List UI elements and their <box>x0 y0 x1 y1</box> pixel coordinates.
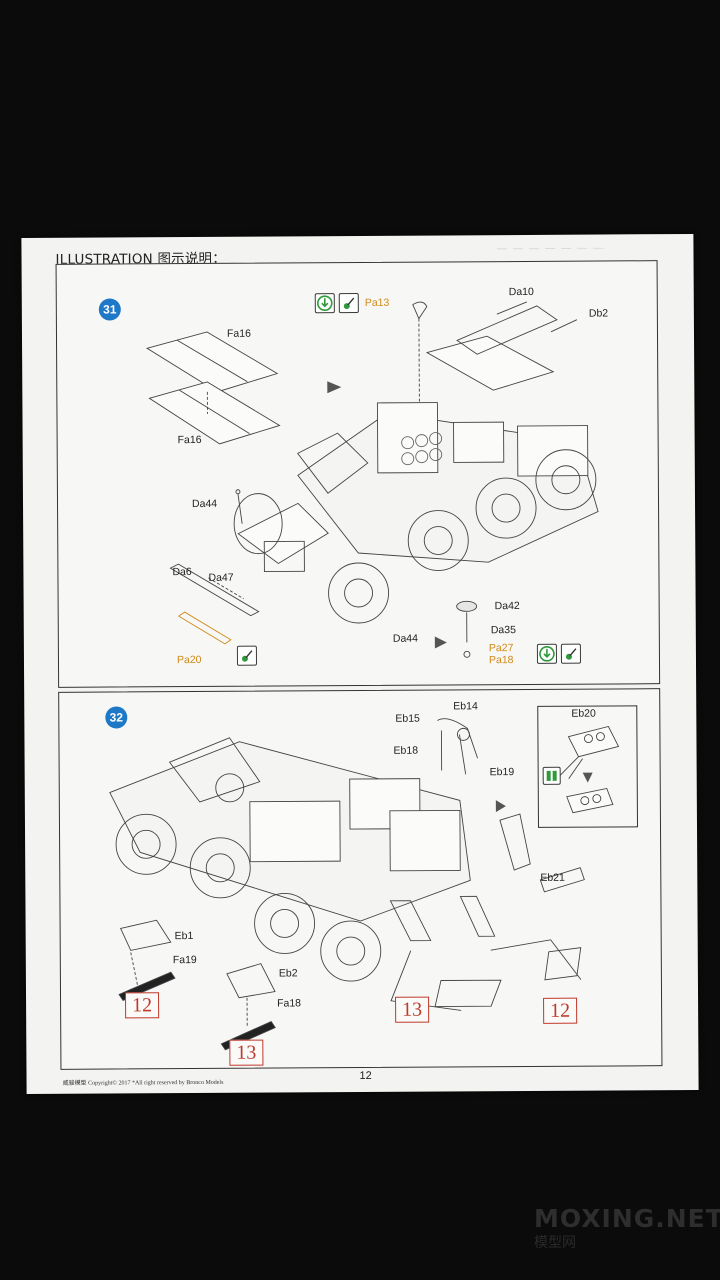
part-label: Eb14 <box>453 700 478 713</box>
part-label: Db2 <box>588 307 609 320</box>
part-label: Da42 <box>494 600 520 613</box>
part-label: Pa13 <box>364 296 390 309</box>
copyright-text: 威骏模型 Copyright© 2017 *All right reserved… <box>62 1079 224 1087</box>
part-label: Da44 <box>392 632 418 645</box>
part-label: Fa16 <box>177 433 202 447</box>
page-number: 12 <box>359 1069 372 1083</box>
part-label: Pa20 <box>176 653 202 667</box>
part-label: Fa19 <box>172 954 197 967</box>
part-label: Da44 <box>191 497 218 511</box>
part-label: Pa27 <box>488 642 514 655</box>
instruction-sheet: ILLUSTRATION 图示说明： 一 一 一 一 一 一 一 31 <box>21 233 699 1095</box>
part-label: Da35 <box>490 624 516 637</box>
part-label: Da47 <box>208 571 234 584</box>
paint-icon <box>338 293 359 314</box>
part-label: Da6 <box>172 566 192 579</box>
watermark-logo: MOXING.NET <box>534 1204 720 1233</box>
step-31-panel: 31 <box>55 260 661 688</box>
paint-icon <box>236 645 258 666</box>
part-label: Fa16 <box>226 327 251 340</box>
detail-inset <box>537 705 639 828</box>
glue-icon <box>542 766 561 785</box>
reference-box: 13 <box>229 1039 264 1066</box>
glue-icon <box>314 293 335 314</box>
glue-icon <box>536 643 558 664</box>
paint-icon <box>560 643 582 664</box>
part-label: Eb2 <box>278 967 298 980</box>
part-label: Da10 <box>508 285 534 299</box>
watermark-subtitle: 模型网 <box>534 1235 576 1251</box>
part-label: Pa18 <box>488 654 514 667</box>
part-label: Eb15 <box>395 712 420 725</box>
step-32-panel: 32 <box>58 688 663 1070</box>
part-label: Eb21 <box>540 871 565 884</box>
bleed-through-text: 一 一 一 一 一 一 一 <box>496 243 605 257</box>
reference-box: 12 <box>543 997 578 1024</box>
part-label: Fa18 <box>277 997 302 1010</box>
part-label: Eb18 <box>393 744 419 757</box>
part-label: Eb19 <box>489 766 515 779</box>
step-31-illustration <box>145 301 599 658</box>
reference-box: 12 <box>125 992 160 1019</box>
part-label: Eb1 <box>174 930 194 943</box>
reference-box: 13 <box>395 996 430 1023</box>
truck-wheels <box>328 449 597 624</box>
part-label: Eb20 <box>571 707 596 720</box>
